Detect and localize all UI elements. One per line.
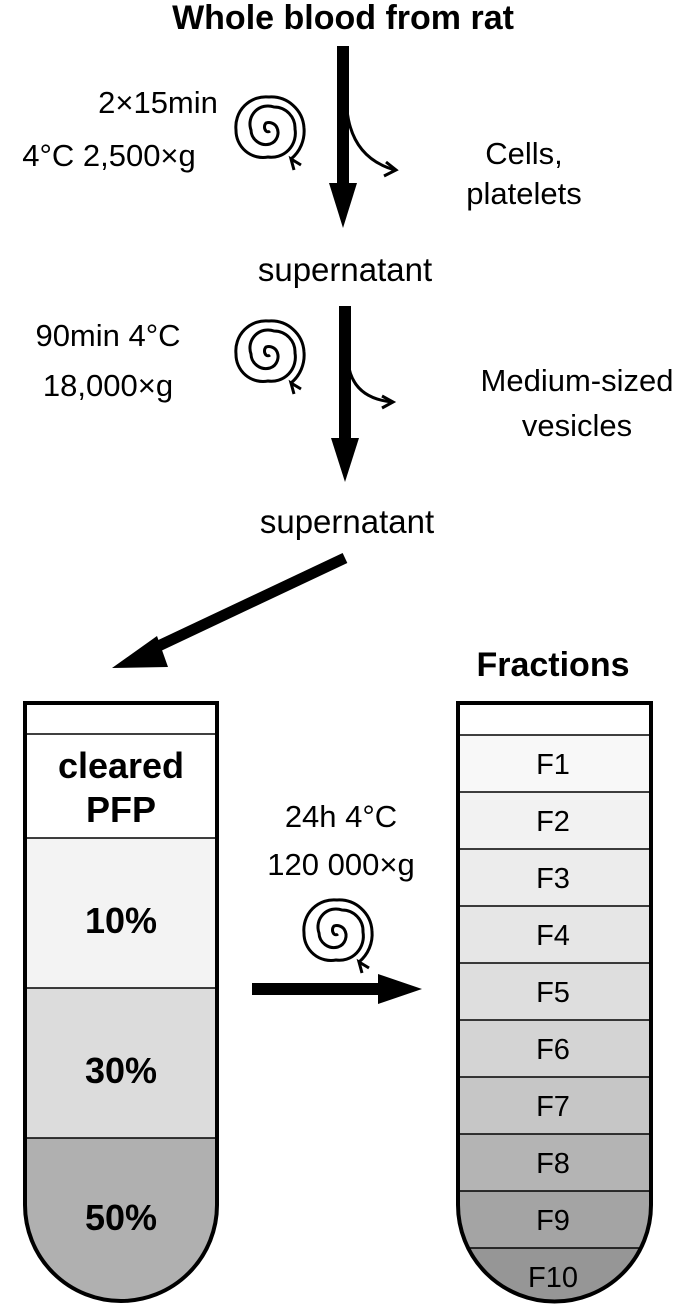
fraction-band-f3 (458, 849, 651, 906)
diagram-title: Whole blood from rat (172, 0, 514, 37)
gradient-label-30: 30% (85, 1050, 157, 1091)
fraction-band-f1 (458, 735, 651, 792)
fraction-label-f2: F2 (536, 806, 570, 838)
step1-spin-arrowhead (288, 155, 302, 171)
fraction-band-f7 (458, 1077, 651, 1134)
step2-branch-arrow (346, 361, 393, 404)
step2-result: supernatant (260, 503, 434, 540)
fraction-band-f4 (458, 906, 651, 963)
transfer-arrowhead (112, 636, 168, 668)
gradient-layer-30 (25, 988, 217, 1138)
fractions-title: Fractions (476, 646, 629, 684)
fraction-band-f5 (458, 963, 651, 1020)
fractions-tube-outline (456, 701, 653, 1304)
fraction-label-f5: F5 (536, 977, 570, 1009)
step1-spin-icon (234, 95, 306, 161)
step3-condition-time: 24h 4°C (285, 799, 397, 834)
step3-centrifugation: 24h 4°C 120 000×g (252, 799, 422, 1004)
step3-spin-icon (302, 898, 374, 964)
step1-branch-arrowhead (383, 160, 399, 178)
gradient-layer-cleared-pfp (25, 734, 217, 838)
step1-condition-time: 2×15min (98, 85, 218, 120)
fraction-label-f4: F4 (536, 920, 570, 952)
step1-branch-arrow (345, 109, 396, 172)
fraction-band-f2 (458, 792, 651, 849)
gradient-label-pfp: PFP (86, 789, 156, 830)
gradient-tube: cleared PFP 10% 30% 50% (23, 701, 219, 1303)
step2-removed-line1: Medium-sized (481, 363, 674, 398)
step1-centrifugation: 2×15min 4°C 2,500×g Cells, platelets sup… (22, 46, 582, 288)
fraction-label-f3: F3 (536, 863, 570, 895)
step3-main-arrowhead (378, 974, 422, 1004)
gradient-layer-50 (25, 1138, 217, 1301)
gradient-label-50: 50% (85, 1197, 157, 1238)
gradient-label-10: 10% (85, 900, 157, 941)
fractions-tube-headspace (458, 703, 651, 735)
fraction-label-f9: F9 (536, 1205, 570, 1237)
step2-main-arrowhead (331, 438, 359, 482)
transfer-arrow (147, 553, 348, 655)
fraction-label-f8: F8 (536, 1148, 570, 1180)
step2-spin-icon (234, 319, 306, 385)
step2-centrifugation: 90min 4°C 18,000×g Medium-sized vesicles… (35, 306, 673, 540)
step2-condition-time: 90min 4°C (35, 318, 180, 353)
step1-result: supernatant (258, 251, 432, 288)
step2-spin-arrowhead (288, 379, 302, 395)
step2-condition-speed: 18,000×g (43, 368, 173, 403)
fraction-band-f6 (458, 1020, 651, 1077)
fraction-band-f8 (458, 1134, 651, 1191)
step3-condition-speed: 120 000×g (267, 847, 414, 882)
fraction-label-f7: F7 (536, 1091, 570, 1123)
step2-branch-arrowhead (381, 394, 397, 410)
fraction-label-f1: F1 (536, 749, 570, 781)
gradient-tube-outline (23, 701, 219, 1303)
step1-removed-line2: platelets (466, 176, 581, 211)
gradient-label-cleared: cleared (58, 745, 184, 786)
step1-main-arrowhead (329, 183, 357, 228)
gradient-tube-headspace (25, 703, 217, 734)
step1-condition-speed: 4°C 2,500×g (22, 138, 196, 173)
fraction-band-f9 (458, 1191, 651, 1248)
gradient-layer-10 (25, 838, 217, 988)
fraction-label-f6: F6 (536, 1034, 570, 1066)
step1-removed-line1: Cells, (485, 136, 563, 171)
step2-removed-line2: vesicles (522, 408, 632, 443)
fraction-label-f10: F10 (528, 1262, 578, 1294)
step3-spin-arrowhead (356, 958, 370, 974)
